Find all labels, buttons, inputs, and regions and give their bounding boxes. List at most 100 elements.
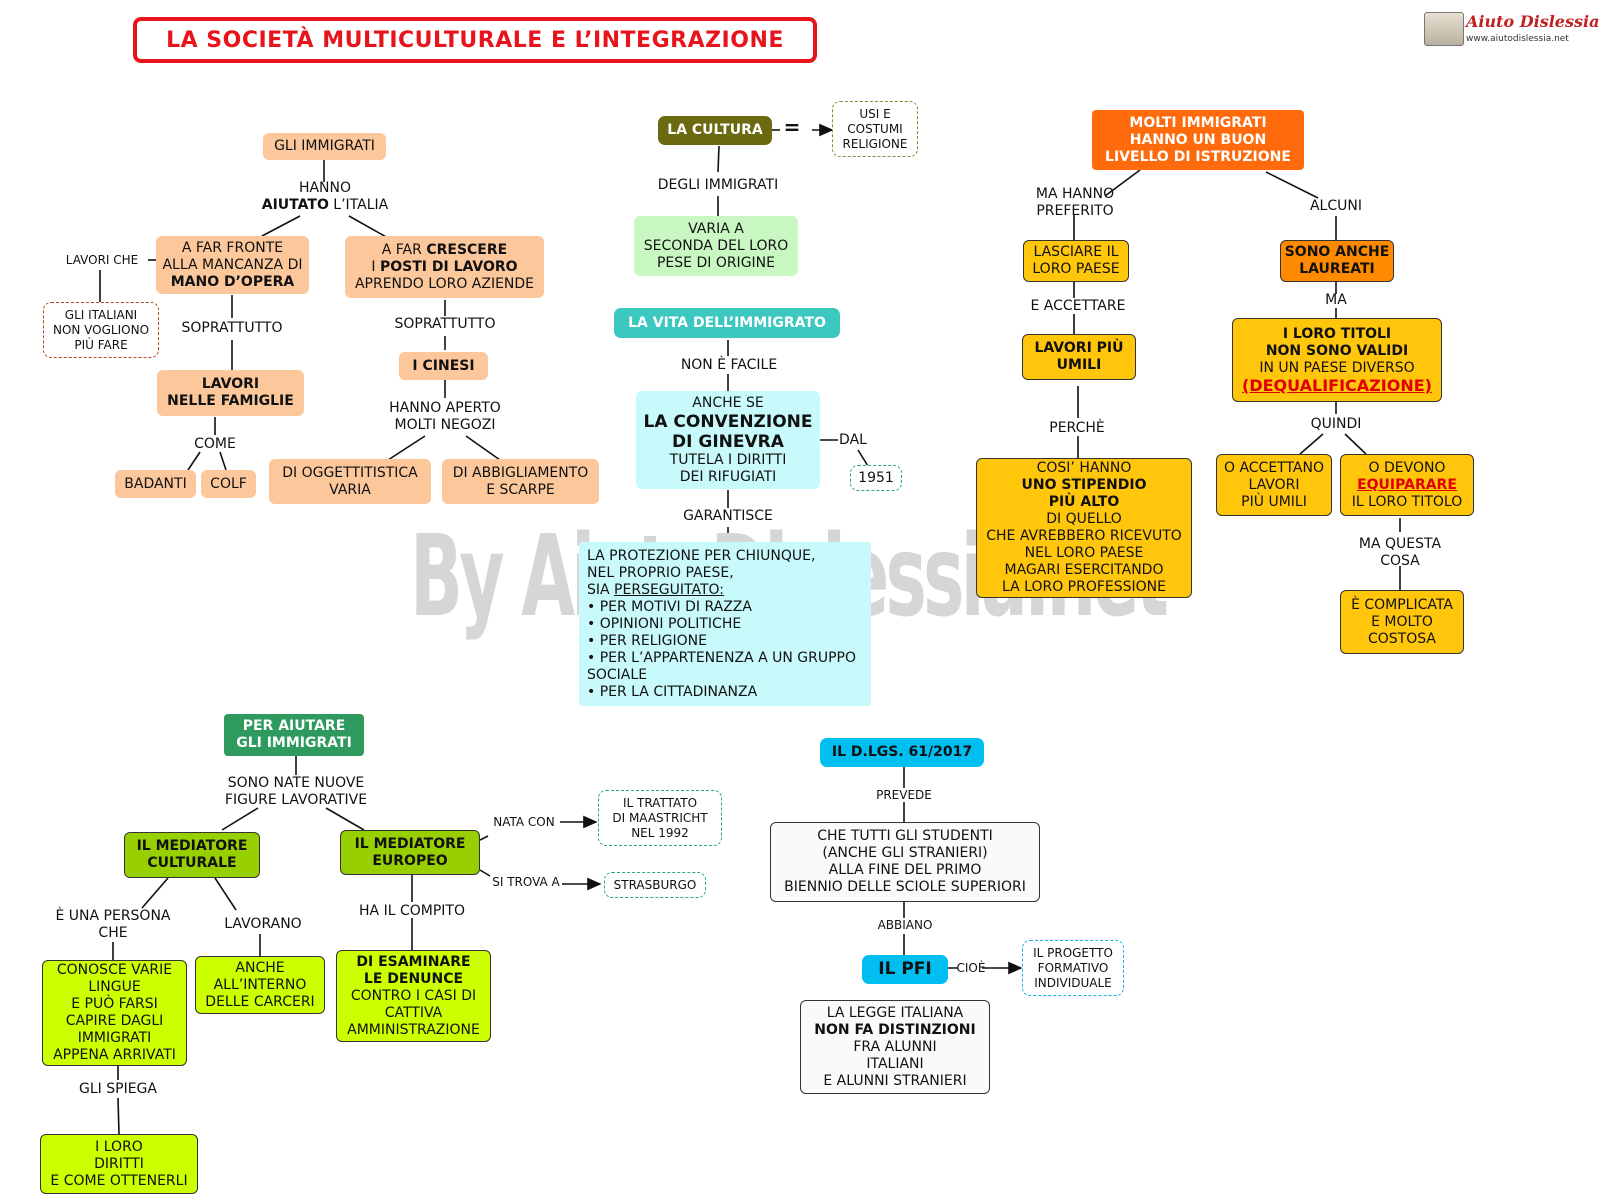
- logo-name: Aiuto Dislessia: [1466, 12, 1600, 31]
- node-mano-opera: A FAR FRONTE ALLA MANCANZA DI MANO D’OPE…: [156, 236, 309, 294]
- node-usi-costumi: USI E COSTUMI RELIGIONE: [832, 101, 918, 157]
- node-badanti: BADANTI: [115, 470, 196, 498]
- node-pfi: IL PFI: [862, 955, 948, 984]
- node-text: APRENDO LORO AZIENDE: [354, 275, 535, 292]
- label-text: FIGURE LAVORATIVE: [224, 792, 368, 808]
- node-text: COSTOSA: [1368, 630, 1436, 647]
- label-aiutato-italia: AIUTATO L’ITALIA: [250, 197, 400, 214]
- node-text: ANCHE SE: [692, 394, 764, 411]
- node-lavori-famiglie: LAVORI NELLE FAMIGLIE: [157, 370, 304, 416]
- node-text: TUTELA I DIRITTI: [669, 451, 787, 468]
- node-text: IL LORO TITOLO: [1351, 493, 1463, 510]
- label-lavorano: LAVORANO: [224, 916, 302, 932]
- node-text: NEL PROPRIO PAESE,: [587, 565, 734, 581]
- node-text: DI MAASTRICHT: [612, 810, 708, 825]
- logo-url: www.aiutodislessia.net: [1466, 34, 1569, 44]
- node-text: EUROPEO: [372, 852, 448, 869]
- node-text: NON SONO VALIDI: [1265, 343, 1409, 359]
- label-text: MA QUESTA: [1358, 536, 1442, 552]
- label-gli-spiega: GLI SPIEGA: [79, 1081, 157, 1097]
- label-hanno-aiutato: HANNO AIUTATO L’ITALIA: [250, 180, 400, 214]
- label-quindi: QUINDI: [1310, 416, 1362, 432]
- label-text: MA HANNO: [1035, 186, 1115, 202]
- label-nata-con: NATA CON: [493, 815, 555, 829]
- node-text: STRASBURGO: [613, 877, 697, 892]
- node-text: LAUREATI: [1299, 261, 1375, 277]
- node-text: ANCHE: [235, 959, 285, 976]
- node-text: (DEQUALIFICAZIONE): [1242, 376, 1432, 395]
- node-text: GLI IMMIGRATI: [274, 138, 375, 154]
- node-text: HANNO UN BUON: [1129, 131, 1267, 148]
- node-text: LIVELLO DI ISTRUZIONE: [1105, 148, 1291, 165]
- label-nuove-figure: SONO NATE NUOVE FIGURE LAVORATIVE: [216, 775, 376, 809]
- node-text: O DEVONO: [1368, 459, 1446, 476]
- node-1951: 1951: [850, 465, 902, 491]
- node-text: FORMATIVO: [1037, 960, 1109, 975]
- node-text: E SCARPE: [486, 481, 555, 498]
- label-prevede: PREVEDE: [876, 788, 932, 802]
- node-denunce: DI ESAMINARE LE DENUNCE CONTRO I CASI DI…: [336, 950, 491, 1042]
- node-text: CULTURALE: [147, 855, 237, 871]
- node-text: CATTIVA: [384, 1004, 443, 1021]
- node-text: I CINESI: [412, 357, 475, 374]
- node-text: (ANCHE GLI STRANIERI): [822, 845, 988, 861]
- label-text: SONO NATE NUOVE: [227, 775, 365, 791]
- node-lasciare-paese: LASCIARE IL LORO PAESE: [1023, 240, 1129, 282]
- node-text: SECONDA DEL LORO: [643, 237, 789, 254]
- node-text: ALL’INTERNO: [213, 976, 307, 993]
- node-text: GLI ITALIANI: [64, 307, 138, 322]
- label-italia: L’ITALIA: [328, 197, 389, 213]
- node-posti-lavoro: A FAR CRESCERE I POSTI DI LAVORO APRENDO…: [345, 236, 544, 298]
- label-dal: DAL: [839, 432, 867, 448]
- node-text: MAGARI ESERCITANDO: [1004, 562, 1164, 578]
- node-text: PIÙ ALTO: [1048, 494, 1120, 510]
- node-text: RELIGIONE: [842, 136, 908, 151]
- node-text: FRA ALUNNI: [853, 1038, 937, 1055]
- node-text: PESE DI ORIGINE: [656, 254, 775, 271]
- node-dlgs: IL D.LGS. 61/2017: [820, 738, 984, 767]
- label-degli-immigrati: DEGLI IMMIGRATI: [657, 177, 779, 193]
- node-text: VARIA A: [688, 220, 744, 237]
- node-text: IN UN PAESE DIVERSO: [1259, 360, 1415, 376]
- label-non-facile: NON È FACILE: [680, 357, 778, 373]
- node-text: NON FA DISTINZIONI: [814, 1021, 976, 1038]
- node-text: PIÙ FARE: [74, 337, 128, 352]
- node-text: CHE TUTTI GLI STUDENTI: [817, 828, 993, 844]
- node-text: IMMIGRATI: [77, 1030, 152, 1046]
- node-text: I POSTI DI LAVORO: [371, 259, 517, 276]
- node-text: ALLA FINE DEL PRIMO: [828, 862, 982, 878]
- node-text: DI ABBIGLIAMENTO: [452, 464, 589, 481]
- node-text: LA CULTURA: [667, 122, 763, 138]
- node-titoli-non-validi: I LORO TITOLI NON SONO VALIDI IN UN PAES…: [1232, 318, 1442, 402]
- node-text: PIÙ UMILI: [1241, 493, 1307, 510]
- label-soprattutto: SOPRATTUTTO: [181, 320, 283, 336]
- node-text: NON VOGLIONO: [52, 322, 150, 337]
- node-text: CHE AVREBBERO RICEVUTO: [986, 528, 1182, 544]
- label-text: MOLTI NEGOZI: [394, 417, 496, 433]
- node-text: 1951: [858, 469, 894, 486]
- label-lavori-che: LAVORI CHE: [65, 253, 139, 267]
- node-trattato-maastricht: IL TRATTATO DI MAASTRICHT NEL 1992: [598, 790, 722, 846]
- node-text: E MOLTO: [1371, 613, 1433, 630]
- label-cioe: CIOÈ: [956, 961, 986, 975]
- node-text: LE DENUNCE: [363, 970, 464, 987]
- node-text: DIRITTI: [94, 1155, 144, 1172]
- node-varia: VARIA A SECONDA DEL LORO PESE DI ORIGINE: [634, 216, 798, 276]
- node-text: DI OGGETTITISTICA: [282, 464, 418, 481]
- node-text: LA CONVENZIONE: [643, 411, 813, 432]
- node-text: IL D.LGS. 61/2017: [831, 744, 973, 760]
- node-text: MOLTI IMMIGRATI: [1129, 114, 1267, 131]
- node-text: COSI’ HANNO: [1036, 460, 1132, 476]
- list-item: • PER LA CITTADINANZA: [587, 684, 758, 700]
- node-complicata: È COMPLICATA E MOLTO COSTOSA: [1340, 590, 1464, 654]
- node-text: COSTUMI: [847, 121, 903, 136]
- node-text: POSTI DI LAVORO: [380, 258, 518, 275]
- label-text: HANNO APERTO: [389, 400, 501, 416]
- label-text: PREFERITO: [1036, 203, 1114, 219]
- node-legge-italiana: LA LEGGE ITALIANA NON FA DISTINZIONI FRA…: [800, 1000, 990, 1094]
- node-accettano-lavori: O ACCETTANO LAVORI PIÙ UMILI: [1216, 454, 1332, 516]
- node-text: DI GINEVRA: [672, 431, 784, 452]
- label-text: COSA: [1380, 553, 1420, 569]
- node-laureati: SONO ANCHE LAUREATI: [1280, 240, 1394, 282]
